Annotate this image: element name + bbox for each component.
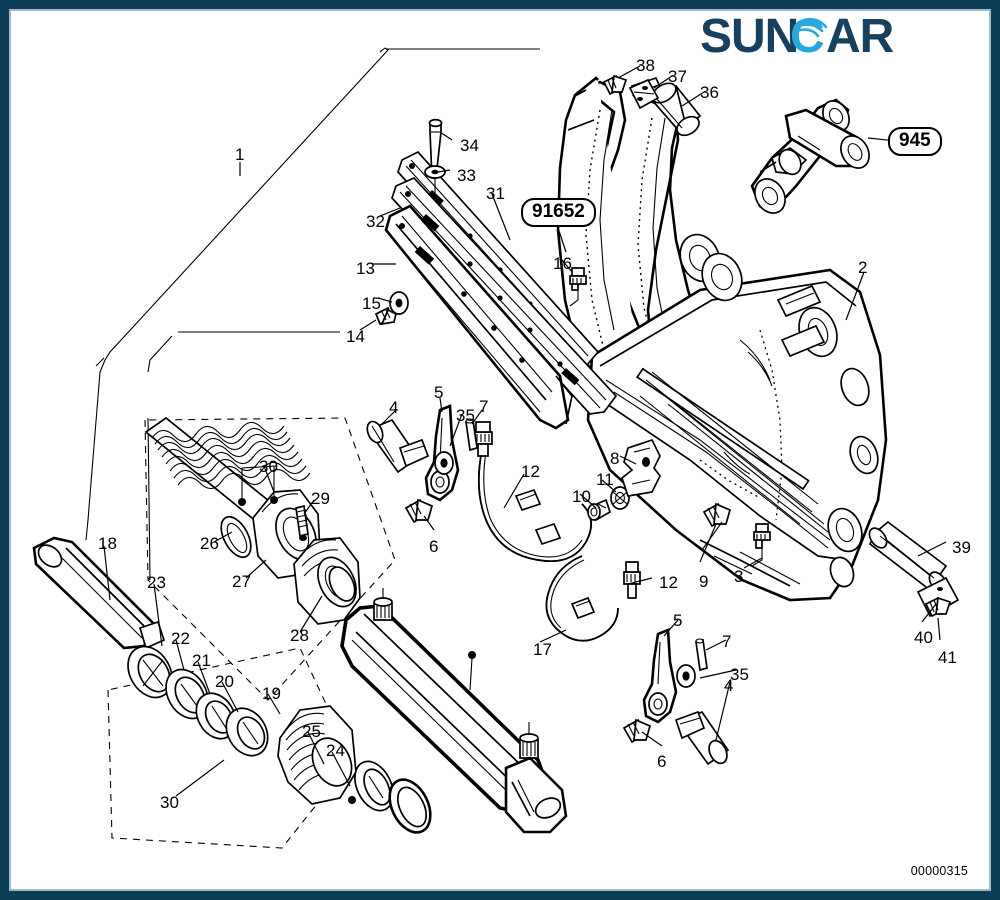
part-label-4-lower: 4 xyxy=(724,676,734,695)
part-label-3: 3 xyxy=(734,567,744,586)
part-label-27: 27 xyxy=(232,572,251,591)
part-label-30: 30 xyxy=(259,457,278,476)
suncar-logo: SUN C AR xyxy=(700,8,972,64)
washer-15 xyxy=(389,291,409,315)
part-label-6: 6 xyxy=(429,537,439,556)
seal-kit-group-boxes xyxy=(107,417,396,849)
part-label-5: 5 xyxy=(434,383,444,402)
part-label-24: 24 xyxy=(326,741,345,760)
part-label-8: 8 xyxy=(610,449,620,468)
fitting-3 xyxy=(751,523,771,567)
part-label-35-lower: 35 xyxy=(730,665,749,684)
part-label-5-lower: 5 xyxy=(673,611,683,630)
part-label-34: 34 xyxy=(460,136,479,155)
part-label-12-lower: 12 xyxy=(659,573,678,592)
drawing-code: 00000315 xyxy=(910,864,968,878)
wear-plate-31 xyxy=(391,176,618,415)
part-label-41: 41 xyxy=(938,648,957,667)
part-label-33: 33 xyxy=(457,166,476,185)
bracket-8 xyxy=(621,438,661,497)
pin-36 xyxy=(650,82,702,137)
hose-assembly-upper-12 xyxy=(473,421,592,562)
part-label-13: 13 xyxy=(356,259,375,278)
part-label-21: 21 xyxy=(192,651,211,670)
fitting-11 xyxy=(610,486,630,510)
part-label-23: 23 xyxy=(147,573,166,592)
washer-33 xyxy=(424,165,446,200)
part-label-14: 14 xyxy=(346,327,365,346)
part-label-37: 37 xyxy=(668,67,687,86)
callout-box-91652[interactable]: 91652 xyxy=(521,198,596,227)
part-label-32: 32 xyxy=(366,212,385,231)
logo-text-ar: AR xyxy=(826,10,894,63)
linkage-lower xyxy=(622,628,730,766)
callout-box-945[interactable]: 945 xyxy=(888,127,942,156)
part-label-2: 2 xyxy=(858,258,868,277)
bolt-38 xyxy=(602,74,628,96)
spring-and-seals-upper xyxy=(144,416,361,625)
part-label-38: 38 xyxy=(636,56,655,75)
leader-lines xyxy=(103,65,947,797)
bolt-14 xyxy=(374,306,397,326)
linkage-upper xyxy=(366,404,478,524)
part-label-18: 18 xyxy=(98,534,117,553)
part-label-26: 26 xyxy=(200,534,219,553)
assembly-outline-1 xyxy=(85,47,540,541)
internal-slide-rail xyxy=(636,367,829,533)
fitting-16 xyxy=(569,267,587,307)
piston-rod-18 xyxy=(32,536,166,650)
part-label-10: 10 xyxy=(572,487,591,506)
part-label-4: 4 xyxy=(389,398,399,417)
part-label-7: 7 xyxy=(479,397,489,416)
part-label-20: 20 xyxy=(215,672,234,691)
part-label-39: 39 xyxy=(952,538,971,557)
suncar-logo-mark: SUN C AR xyxy=(700,10,895,63)
part-label-1: 1 xyxy=(235,145,245,164)
part-label-12: 12 xyxy=(521,462,540,481)
part-label-9: 9 xyxy=(699,572,709,591)
wear-plate-13 xyxy=(384,204,573,430)
part-label-35: 35 xyxy=(456,406,475,425)
bolt-9 xyxy=(701,502,732,551)
part-label-40: 40 xyxy=(914,628,933,647)
part-label-6-lower: 6 xyxy=(657,752,667,771)
part-label-29: 29 xyxy=(311,489,330,508)
hose-assembly-lower-12 xyxy=(545,555,641,642)
cylinder-barrel-17 xyxy=(340,588,568,834)
link-assembly-945 xyxy=(750,98,870,214)
fitting-10 xyxy=(587,498,612,522)
logo-text-sun: SUN xyxy=(700,10,798,63)
part-label-19: 19 xyxy=(262,684,281,703)
part-label-7-lower: 7 xyxy=(722,632,732,651)
part-label-36: 36 xyxy=(700,83,719,102)
part-label-17: 17 xyxy=(533,640,552,659)
part-label-11: 11 xyxy=(596,470,614,489)
part-label-28: 28 xyxy=(290,626,309,645)
part-label-22: 22 xyxy=(171,629,190,648)
part-label-31: 31 xyxy=(486,184,505,203)
part-label-25: 25 xyxy=(302,722,321,741)
part-label-16: 16 xyxy=(553,254,572,273)
part-label-30-lower: 30 xyxy=(160,793,179,812)
logo-swoosh-icon xyxy=(798,18,828,38)
part-label-15: 15 xyxy=(362,294,381,313)
plate-37 xyxy=(628,78,660,110)
seal-stack-lower xyxy=(127,645,432,834)
